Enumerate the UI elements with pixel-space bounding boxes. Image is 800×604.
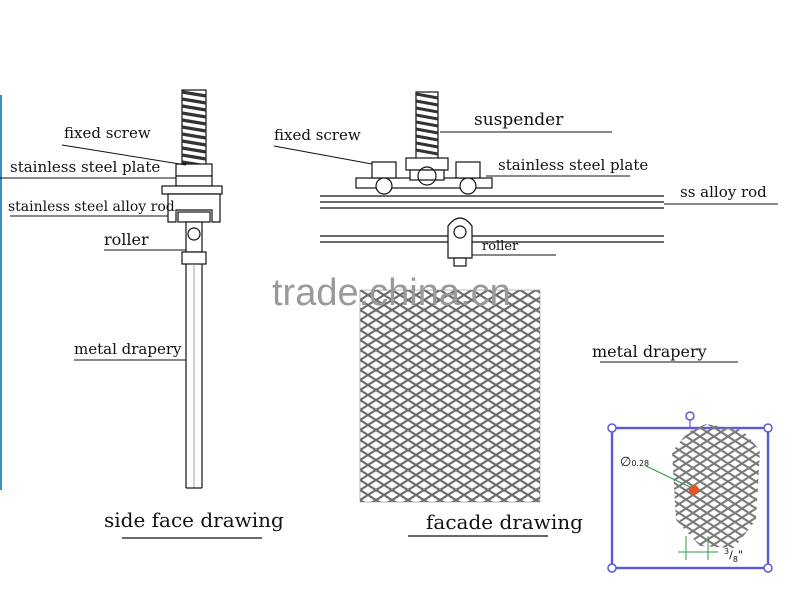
side-label-rod: stainless steel alloy rod — [8, 199, 175, 215]
facade-threaded-rod — [415, 91, 439, 163]
side-threaded-rod — [181, 89, 207, 168]
facade-assembly — [273, 91, 778, 537]
detail-handle-bottom-right[interactable] — [763, 563, 773, 573]
facade-screw-right-nut — [459, 177, 477, 195]
spacing-numerator: 3 — [724, 547, 730, 556]
leader-facade-screw — [273, 145, 373, 165]
facade-mesh-border — [359, 289, 541, 503]
leader-side-screw — [61, 144, 187, 166]
detail-handle-bottom-left[interactable] — [607, 563, 617, 573]
facade-center-nut-mid — [409, 169, 445, 181]
spacing-denominator: 8 — [732, 554, 738, 564]
detail-handle-top-right[interactable] — [763, 423, 773, 433]
detail-diameter-label: ∅0.28 — [620, 456, 649, 469]
facade-label-rod: ss alloy rod — [680, 183, 767, 201]
facade-center-nut-top — [405, 157, 449, 171]
facade-roller-wheel — [453, 225, 467, 239]
side-caption: side face drawing — [104, 508, 284, 532]
facade-roller-stem — [453, 257, 467, 267]
diameter-symbol: ∅ — [620, 455, 632, 470]
side-label-drapery: metal drapery — [74, 340, 182, 358]
mesh-detail-inset — [607, 411, 773, 573]
facade-label-plate: stainless steel plate — [498, 156, 649, 174]
side-label-roller: roller — [104, 230, 149, 249]
side-bracket — [167, 193, 221, 223]
side-nut-bottom — [175, 175, 213, 187]
detail-handle-top-left[interactable] — [607, 423, 617, 433]
facade-label-fixed-screw: fixed screw — [274, 126, 361, 144]
side-plate — [161, 185, 223, 195]
facade-screw-right — [455, 161, 481, 179]
facade-center-washer — [417, 166, 437, 186]
spacing-unit: " — [737, 548, 743, 562]
facade-label-drapery: metal drapery — [592, 342, 707, 361]
left-edge-bar — [0, 95, 2, 490]
diameter-value: 0.28 — [631, 459, 650, 468]
side-roller-body — [177, 211, 211, 223]
facade-label-suspender: suspender — [474, 110, 564, 130]
detail-strand-marker — [689, 485, 699, 495]
side-label-fixed-screw: fixed screw — [64, 124, 151, 142]
detail-diameter-leader — [645, 465, 693, 489]
watermark: trade.china.cn — [272, 272, 511, 314]
facade-caption: facade drawing — [426, 510, 583, 534]
facade-screw-left-nut — [375, 177, 393, 195]
facade-label-roller: roller — [482, 239, 519, 254]
detail-rotate-handle[interactable] — [685, 411, 695, 421]
facade-screw-left — [371, 161, 397, 179]
side-roller-clip — [181, 251, 207, 265]
facade-mesh-panel — [360, 290, 540, 502]
side-label-plate: stainless steel plate — [10, 158, 161, 176]
side-nut-top — [175, 163, 213, 177]
side-roller-wheel — [187, 227, 201, 241]
side-face-assembly — [0, 89, 262, 539]
detail-spacing-label: 3/8" — [724, 547, 743, 564]
